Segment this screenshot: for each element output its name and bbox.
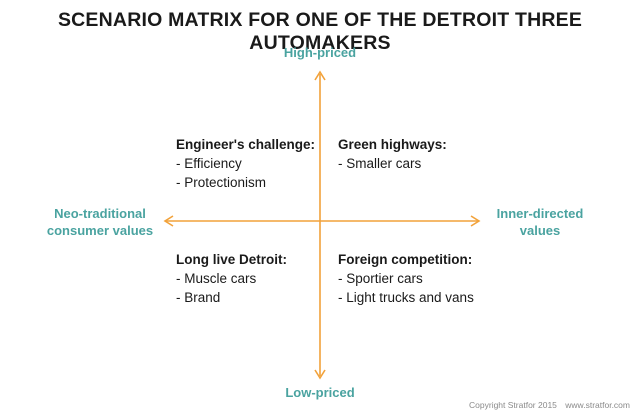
arrow-right-icon bbox=[470, 215, 481, 227]
diagram-title: SCENARIO MATRIX FOR ONE OF THE DETROIT T… bbox=[57, 9, 583, 54]
copyright-text: Copyright Stratfor 2015 bbox=[469, 400, 557, 410]
arrow-up-icon bbox=[314, 70, 326, 81]
quadrant-title: Green highways: bbox=[338, 137, 447, 152]
axis-label-top: High-priced bbox=[283, 45, 357, 60]
arrow-down-icon bbox=[314, 369, 326, 380]
arrow-left-icon bbox=[163, 215, 174, 227]
axis-label-right: Inner-directed values bbox=[470, 205, 610, 239]
axis-label-left-line-1: Neo-traditional bbox=[54, 206, 146, 221]
axis-label-left: Neo-traditional consumer values bbox=[30, 205, 170, 239]
quadrant-title: Foreign competition: bbox=[338, 252, 473, 267]
quadrant-item: - Sportier cars bbox=[338, 271, 423, 286]
quadrant-title: Long live Detroit: bbox=[176, 252, 287, 267]
quadrant-top-left: Engineer's challenge: - Efficiency - Pro… bbox=[176, 135, 315, 192]
axis-label-right-line-2: values bbox=[519, 223, 561, 238]
quadrant-title: Engineer's challenge: bbox=[176, 137, 316, 152]
quadrant-item: - Protectionism bbox=[176, 175, 267, 190]
copyright-footer: Copyright Stratfor 2015 www.stratfor.com bbox=[463, 400, 630, 410]
quadrant-bottom-right: Foreign competition: - Sportier cars - L… bbox=[338, 250, 474, 307]
quadrant-item: - Light trucks and vans bbox=[338, 290, 474, 305]
quadrant-item: - Brand bbox=[176, 290, 221, 305]
site-link[interactable]: www.stratfor.com bbox=[565, 400, 630, 410]
axis-label-left-line-2: consumer values bbox=[46, 223, 154, 238]
quadrant-item: - Muscle cars bbox=[176, 271, 257, 286]
axis-label-right-line-1: Inner-directed bbox=[496, 206, 584, 221]
quadrant-item: - Efficiency bbox=[176, 156, 242, 171]
axis-label-bottom: Low-priced bbox=[285, 385, 355, 400]
quadrant-bottom-left: Long live Detroit: - Muscle cars - Brand bbox=[176, 250, 287, 307]
quadrant-item: - Smaller cars bbox=[338, 156, 422, 171]
quadrant-top-right: Green highways: - Smaller cars bbox=[338, 135, 447, 173]
